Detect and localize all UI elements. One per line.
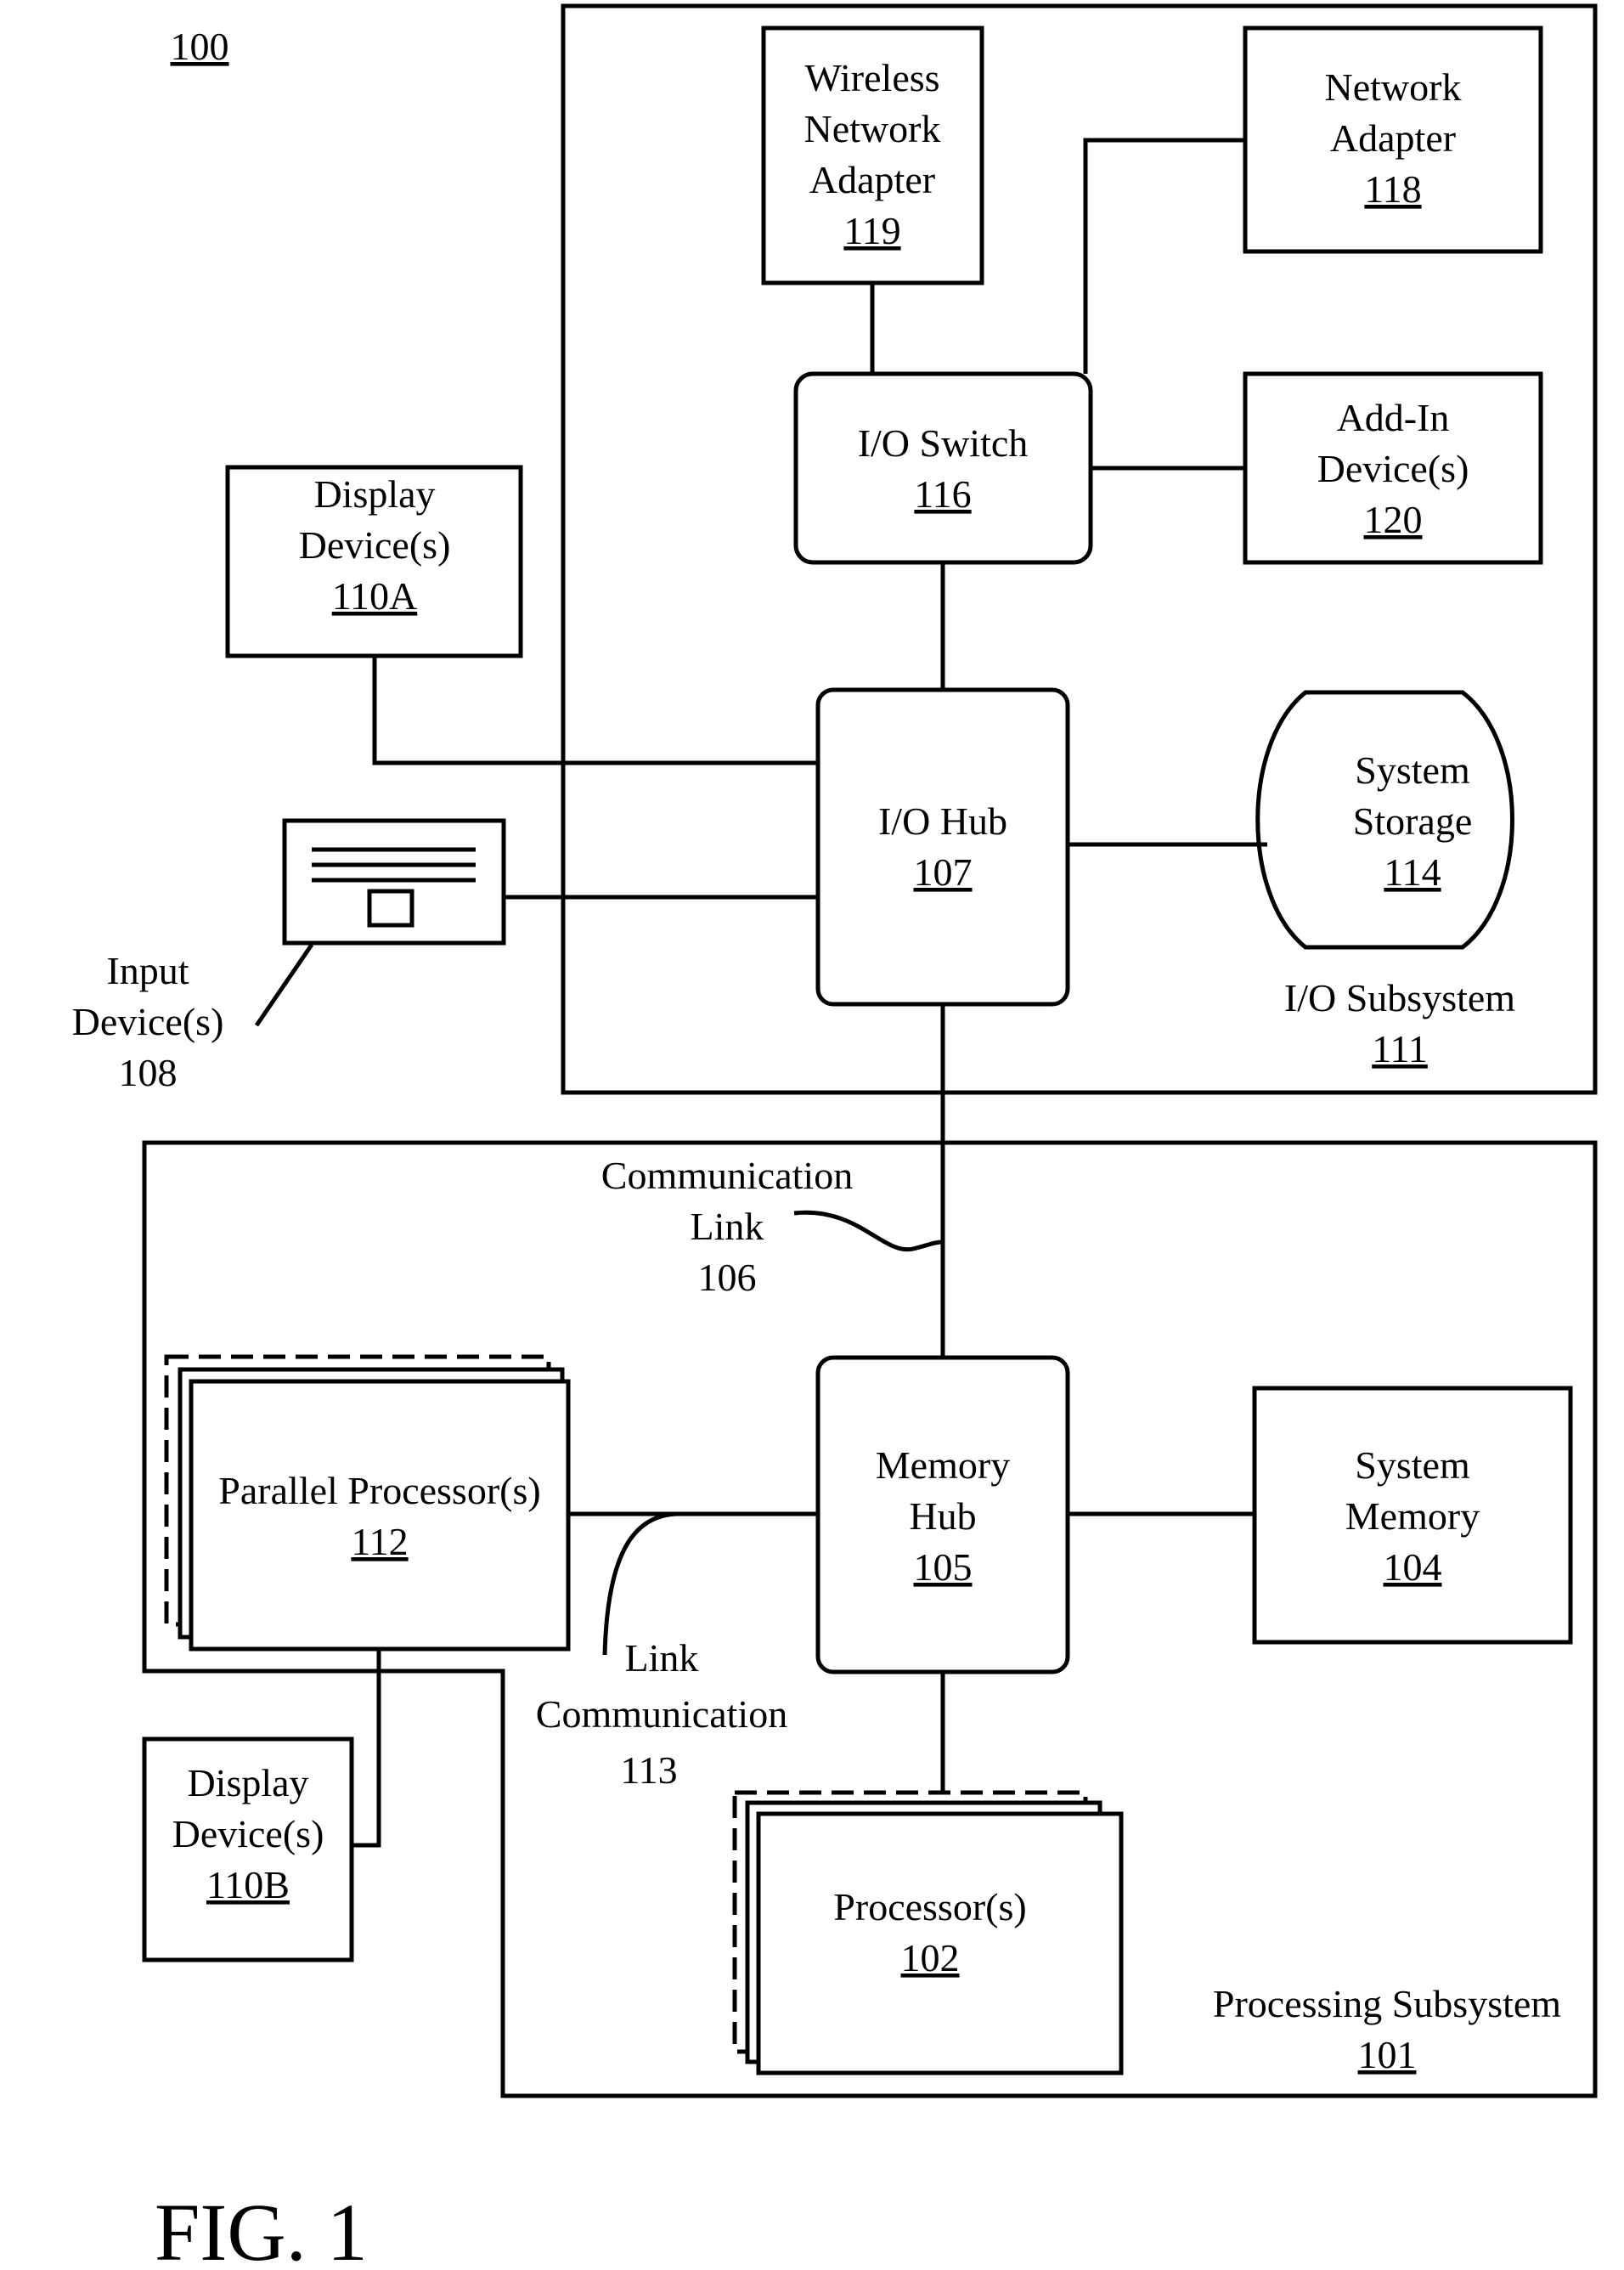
add-in-label-1: Add-In bbox=[1337, 396, 1450, 439]
system-memory-label-2: Memory bbox=[1345, 1494, 1480, 1538]
io-switch-label: I/O Switch bbox=[858, 421, 1029, 465]
display-110a-ref: 110A bbox=[332, 574, 418, 618]
display-110b-label-2: Device(s) bbox=[172, 1812, 324, 1855]
input-devices-label-2: Device(s) bbox=[72, 1000, 224, 1043]
wireless-adapter-label-2: Network bbox=[804, 107, 941, 150]
io-switch-ref: 116 bbox=[914, 472, 971, 516]
processing-subsystem-ref: 101 bbox=[1358, 2033, 1417, 2076]
link-113-label-2: Communication bbox=[536, 1692, 787, 1736]
io-subsystem-label: I/O Subsystem bbox=[1284, 976, 1515, 1019]
memory-hub-label-2: Hub bbox=[909, 1494, 976, 1538]
system-storage-label-2: Storage bbox=[1353, 799, 1473, 843]
io-subsystem-ref: 111 bbox=[1372, 1027, 1428, 1070]
wireless-adapter-ref: 119 bbox=[843, 209, 900, 252]
io-subsystem-boundary bbox=[563, 6, 1595, 1093]
processing-subsystem-label: Processing Subsystem bbox=[1213, 1982, 1561, 2025]
add-in-ref: 120 bbox=[1364, 498, 1423, 541]
io-hub-box bbox=[818, 690, 1068, 1004]
display-110a-label-2: Device(s) bbox=[299, 523, 451, 567]
network-adapter-label-1: Network bbox=[1325, 65, 1462, 109]
wireless-adapter-label-3: Adapter bbox=[809, 158, 935, 201]
display-110b-label-1: Display bbox=[187, 1761, 308, 1804]
wireless-adapter-label-1: Wireless bbox=[804, 56, 939, 99]
parallel-processors-ref: 112 bbox=[351, 1520, 408, 1563]
parallel-processors-label: Parallel Processor(s) bbox=[218, 1469, 540, 1512]
comm-link-106-label-2: Link bbox=[691, 1205, 764, 1248]
system-storage-label-1: System bbox=[1355, 748, 1470, 792]
link-113-leader bbox=[605, 1514, 679, 1655]
conn-network-switch bbox=[1085, 140, 1245, 374]
io-hub-label: I/O Hub bbox=[878, 799, 1007, 843]
memory-hub-ref: 105 bbox=[914, 1545, 973, 1589]
processors-label: Processor(s) bbox=[833, 1885, 1026, 1928]
memory-hub-label-1: Memory bbox=[876, 1443, 1010, 1487]
add-in-label-2: Device(s) bbox=[1317, 447, 1469, 490]
conn-parallel-display110b bbox=[352, 1649, 379, 1845]
network-adapter-label-2: Adapter bbox=[1330, 116, 1456, 160]
conn-input-leader bbox=[257, 945, 312, 1025]
comm-link-106-ref: 106 bbox=[698, 1256, 757, 1299]
network-adapter-ref: 118 bbox=[1364, 167, 1421, 211]
link-113-ref: 113 bbox=[620, 1748, 677, 1792]
conn-display110a-hub bbox=[375, 656, 818, 763]
system-memory-label-1: System bbox=[1355, 1443, 1470, 1487]
system-storage-ref: 114 bbox=[1384, 850, 1441, 894]
link-113-label-1: Link bbox=[625, 1636, 699, 1680]
display-110a-label-1: Display bbox=[313, 472, 435, 516]
io-hub-ref: 107 bbox=[914, 850, 973, 894]
io-switch-box bbox=[796, 374, 1091, 562]
comm-link-106-label-1: Communication bbox=[601, 1154, 853, 1197]
parallel-processors-box bbox=[191, 1381, 568, 1649]
display-110b-ref: 110B bbox=[206, 1863, 290, 1906]
comm-link-106-leader bbox=[794, 1212, 943, 1250]
input-devices-label-1: Input bbox=[106, 949, 189, 992]
figure-ref: 100 bbox=[171, 25, 229, 68]
input-devices-ref: 108 bbox=[119, 1051, 178, 1094]
figure-caption: FIG. 1 bbox=[155, 2187, 368, 2270]
processors-ref: 102 bbox=[901, 1936, 960, 1979]
system-memory-ref: 104 bbox=[1384, 1545, 1442, 1589]
